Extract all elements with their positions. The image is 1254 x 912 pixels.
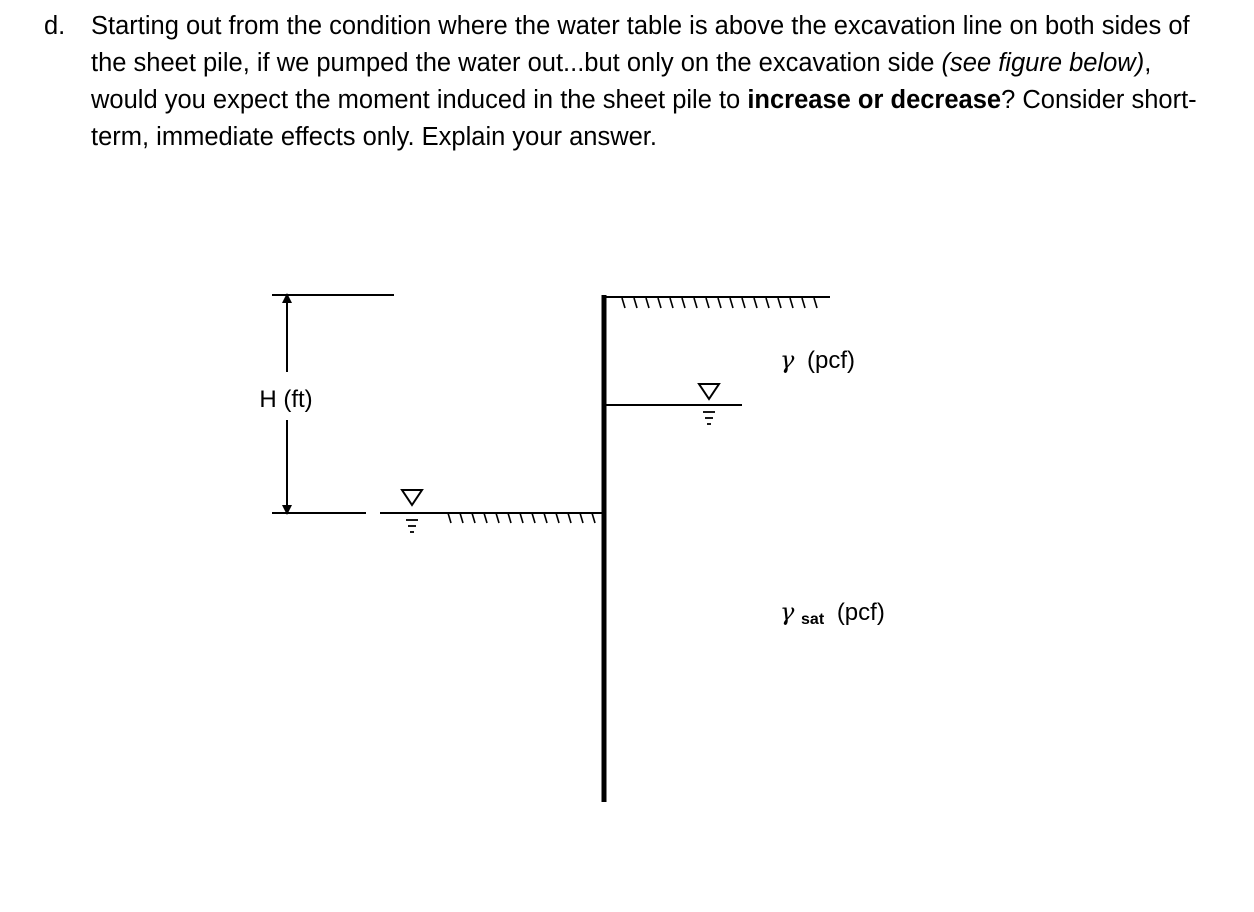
question-text-part-1: Starting out from the condition where th… <box>91 12 1190 77</box>
height-label: H (ft) <box>259 386 312 413</box>
gamma-symbol: γ <box>780 346 795 374</box>
question-text: Starting out from the condition where th… <box>91 8 1224 156</box>
question-block: d. Starting out from the condition where… <box>44 8 1224 156</box>
lower-soil-unit: (pcf) <box>837 599 885 626</box>
lower-soil-unit-weight-label: γ sat (pcf) <box>780 598 885 630</box>
question-text-bold: increase or decrease <box>747 86 1002 114</box>
excavation-ground-surface <box>380 489 604 533</box>
excavation-ground-hatching <box>447 512 596 524</box>
upper-soil-unit: (pcf) <box>807 347 855 374</box>
water-table-icon <box>697 383 721 425</box>
upper-soil-unit-weight-label: γ (pcf) <box>780 346 855 374</box>
retained-ground-surface <box>604 296 830 309</box>
gamma-symbol: γ <box>780 598 795 626</box>
question-text-part-3: ? Consider short-term, immediate effects… <box>91 86 1197 151</box>
retained-water-table <box>604 383 742 425</box>
retained-ground-hatching <box>621 297 818 309</box>
question-label: d. <box>44 12 66 40</box>
question-text-part-2: , would you expect the moment induced in… <box>91 49 1152 114</box>
sat-subscript: sat <box>801 611 825 628</box>
height-dimension: H (ft) <box>259 293 394 515</box>
question-text-italic: (see figure below) <box>941 49 1145 77</box>
water-table-icon <box>400 489 424 533</box>
